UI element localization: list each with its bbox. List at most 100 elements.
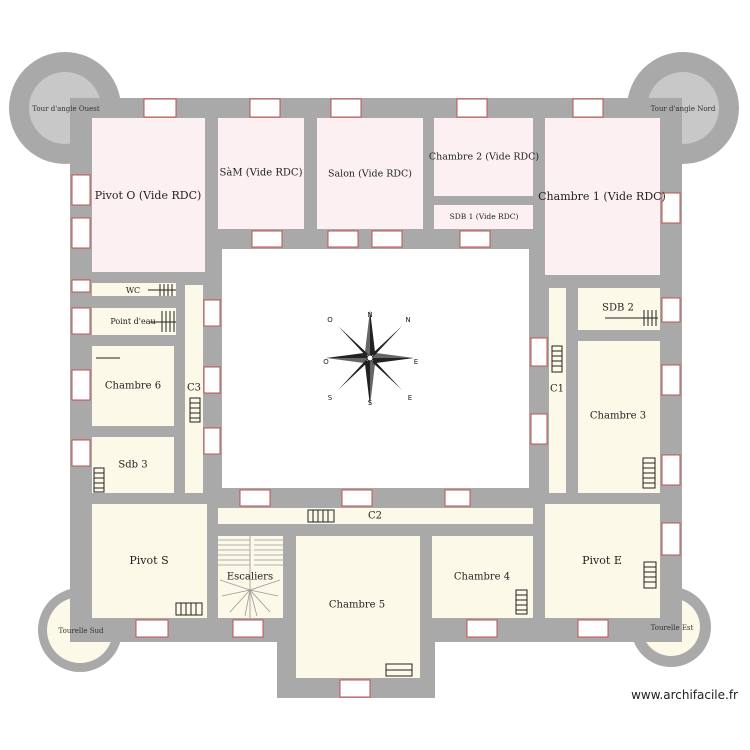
stair-c2 (307, 509, 335, 523)
window (203, 427, 221, 455)
compass-diag-se (372, 360, 402, 390)
compass-diag-nw (338, 326, 368, 356)
windows (71, 98, 681, 698)
stair-pivot-e (643, 561, 657, 589)
room-sam (218, 118, 304, 229)
compass-label-sw: S (328, 394, 333, 402)
window (71, 307, 91, 335)
window (661, 364, 681, 396)
compass-label-se: E (408, 394, 412, 402)
window (330, 98, 362, 118)
window (661, 454, 681, 486)
room-chambre-1 (545, 118, 660, 275)
room-sdb-1 (434, 205, 533, 229)
window (339, 679, 371, 698)
window (135, 619, 169, 638)
room-label-sdb-1: SDB 1 (Vide RDC) (450, 212, 519, 221)
room-chambre-6 (92, 346, 174, 426)
window (143, 98, 177, 118)
room-label-c3: C3 (187, 383, 201, 394)
stair-chambre-4 (515, 589, 528, 615)
compass-point-west (326, 353, 370, 358)
window (661, 522, 681, 556)
stair-point-eau (150, 311, 176, 332)
stair-wc (148, 284, 176, 296)
window (71, 439, 91, 467)
room-wc (92, 283, 176, 296)
window (466, 619, 498, 638)
window (203, 366, 221, 394)
compass-diag-ne (372, 326, 402, 356)
room-pivot-s (92, 504, 207, 618)
room-salon (317, 118, 423, 229)
stair-symbols (93, 284, 658, 677)
room-label-pivot-e: Pivot E (582, 554, 622, 567)
compass-point-west-light (326, 358, 370, 363)
room-label-pivot-o: Pivot O (Vide RDC) (95, 189, 202, 202)
room-labels: Pivot O (Vide RDC) SàM (Vide RDC) Salon … (95, 152, 666, 611)
room-sdb-2 (578, 288, 660, 330)
room-chambre-2 (434, 118, 533, 196)
room-c1 (549, 288, 566, 493)
window (71, 217, 91, 249)
window (341, 489, 373, 507)
compass-rose: N S E O N O E S (323, 310, 418, 407)
window (71, 174, 91, 206)
room-label-wc: WC (126, 286, 140, 295)
window (371, 230, 403, 248)
compass-label-west: O (323, 358, 329, 366)
compass-point-north-light (365, 310, 370, 358)
room-label-sdb-2: SDB 2 (602, 303, 634, 314)
window (71, 369, 91, 401)
compass-label-south: S (368, 399, 373, 407)
compass-center (366, 354, 374, 362)
room-label-salon: Salon (Vide RDC) (328, 169, 412, 180)
watermark: www.archifacile.fr (631, 688, 738, 702)
compass-point-south-light (370, 358, 375, 406)
window (661, 297, 681, 323)
stair-pivot-s (175, 602, 203, 616)
room-label-c1: C1 (550, 384, 564, 395)
room-label-c2: C2 (368, 511, 382, 522)
room-pivot-e (545, 504, 660, 618)
room-label-chambre-1: Chambre 1 (Vide RDC) (538, 190, 666, 203)
tower-labels: Tour d'angle Ouest Tour d'angle Nord Tou… (32, 105, 716, 635)
tower-label-north-west: Tour d'angle Ouest (32, 105, 100, 113)
tower-label-south-east: Tourelle Est (651, 624, 694, 632)
stair-chambre-5 (385, 663, 413, 677)
compass-diag-sw (338, 360, 368, 390)
window (249, 98, 281, 118)
room-label-chambre-4: Chambre 4 (454, 572, 510, 583)
compass-point-east-light (370, 353, 414, 358)
compass-label-ne: N (405, 316, 410, 324)
tower-label-north-east: Tour d'angle Nord (651, 105, 716, 113)
window (577, 619, 609, 638)
room-label-sdb-3: Sdb 3 (118, 460, 147, 471)
main-staircase (218, 536, 283, 618)
window (530, 337, 548, 367)
room-label-escaliers: Escaliers (227, 572, 273, 583)
window (459, 230, 491, 248)
rooms (92, 118, 660, 678)
room-label-point-eau: Point d'eau (110, 317, 155, 326)
window (572, 98, 604, 118)
window (444, 489, 471, 507)
room-label-chambre-5: Chambre 5 (329, 600, 385, 611)
courtyard (222, 249, 529, 488)
compass-point-south (365, 358, 370, 406)
room-chambre-5 (296, 536, 420, 678)
stair-sdb-2 (605, 310, 658, 326)
window (530, 413, 548, 445)
window (456, 98, 488, 118)
compass-label-north: N (367, 311, 372, 319)
window (251, 230, 283, 248)
room-label-sam: SàM (Vide RDC) (220, 168, 303, 179)
room-label-chambre-6: Chambre 6 (105, 381, 161, 392)
room-label-chambre-2: Chambre 2 (Vide RDC) (429, 152, 539, 163)
room-sdb-3 (92, 437, 174, 493)
window (203, 299, 221, 327)
room-c3 (185, 285, 203, 493)
tower-label-south-west: Tourelle Sud (59, 627, 104, 635)
stair-sdb-3 (93, 467, 105, 493)
window (661, 192, 681, 224)
